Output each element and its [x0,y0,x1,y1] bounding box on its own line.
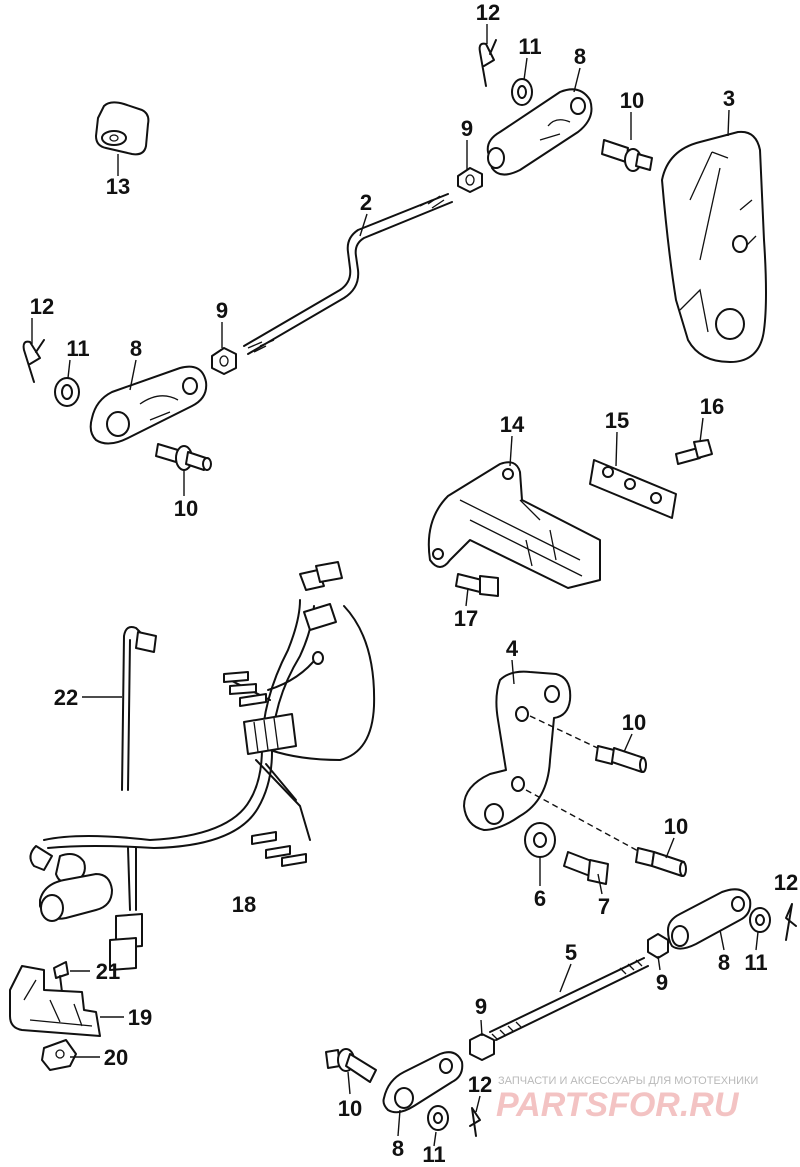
part-10-pin-top [601,139,653,172]
part-10-pin-left [155,443,212,471]
part-15-plate [589,459,677,519]
callout-22: 22 [54,685,78,710]
part-21-screw [53,961,69,993]
part-9-nut-right [647,933,669,959]
part-11-washer-right [749,907,771,933]
part-2-rod [243,193,453,355]
part-12-clip-left [22,339,45,383]
part-11-washer-left [54,377,80,407]
part-22-wire [121,626,157,791]
part-3-bracket [661,130,767,363]
callout-12-right: 12 [774,870,798,895]
callout-12-left: 12 [30,294,54,319]
part-12-clip-right [785,903,797,941]
part-5-rod [489,957,649,1041]
part-10-pin-middle [595,745,647,773]
callout-20: 20 [104,1045,128,1070]
callout-9-top: 9 [461,116,473,141]
part-14-bracket [427,461,601,589]
assembly-dashed-line-upper [529,715,607,753]
callout-10-lower: 10 [664,814,688,839]
callout-11-right: 11 [744,950,767,975]
callout-9-left: 9 [216,298,228,323]
part-19-holder [9,965,101,1037]
part-6-washer [524,822,556,858]
callout-10-middle: 10 [622,710,646,735]
callout-3: 3 [723,86,735,111]
part-18-harness [29,561,376,971]
callout-15: 15 [605,408,629,433]
part-10-pin-bottom [325,1048,377,1083]
part-4-bracket [463,670,572,831]
part-17-screw [455,573,499,597]
callout-18: 18 [232,892,256,917]
callout-8-bottom: 8 [392,1136,404,1161]
callout-labels: 12 11 8 10 3 13 9 2 12 11 8 9 10 14 15 1… [30,0,798,1167]
watermark-caption: ЗАПЧАСТИ И АКСЕССУАРЫ ДЛЯ МОТОТЕХНИКИ [498,1075,758,1087]
part-8-lever-right [667,888,752,950]
callout-4: 4 [506,636,519,661]
callout-8-top: 8 [574,44,586,69]
callout-12-bottom: 12 [468,1072,492,1097]
callout-10-left: 10 [174,496,198,521]
callout-2: 2 [360,190,372,215]
part-8-lever-top [486,88,593,176]
part-16-screw [675,439,713,465]
part-9-nut-left [211,347,237,375]
callout-19: 19 [128,1005,152,1030]
callout-13: 13 [106,174,130,199]
part-8-lever-bottom [382,1051,464,1114]
watermark-logo: PARTSFOR.RU [496,1086,740,1124]
callout-11-bottom: 11 [422,1142,445,1167]
callout-6: 6 [534,886,546,911]
part-13-grommet [95,101,150,156]
callout-17: 17 [454,606,478,631]
part-10-pin-lower [635,847,687,877]
callout-10-top: 10 [620,88,644,113]
part-9-nut-top [457,167,483,193]
callout-12-top: 12 [476,0,500,25]
part-11-washer-top [511,78,533,106]
callout-14: 14 [500,412,525,437]
callout-11-left: 11 [66,336,89,361]
callout-10-bottom: 10 [338,1096,362,1121]
part-7-bolt [563,851,609,885]
assembly-dashed-line-lower [525,789,641,853]
callout-16: 16 [700,394,724,419]
part-12-clip-bottom [469,1107,481,1137]
part-9-nut-lower [469,1033,495,1061]
callout-9-lower: 9 [475,994,487,1019]
callout-9-right: 9 [656,970,668,995]
leader-lines [31,24,759,1147]
part-11-washer-bottom [427,1105,449,1131]
callout-11-top: 11 [518,34,541,59]
part-8-lever-left [89,365,208,445]
callout-5: 5 [565,940,577,965]
callout-8-left: 8 [130,336,142,361]
callout-7: 7 [598,894,610,919]
part-12-clip-top [478,39,497,87]
watermark: ЗАПЧАСТИ И АКСЕССУАРЫ ДЛЯ МОТОТЕХНИКИ PA… [496,1075,758,1124]
callout-8-right: 8 [718,950,730,975]
callout-21: 21 [96,959,120,984]
part-20-plate [41,1039,77,1071]
